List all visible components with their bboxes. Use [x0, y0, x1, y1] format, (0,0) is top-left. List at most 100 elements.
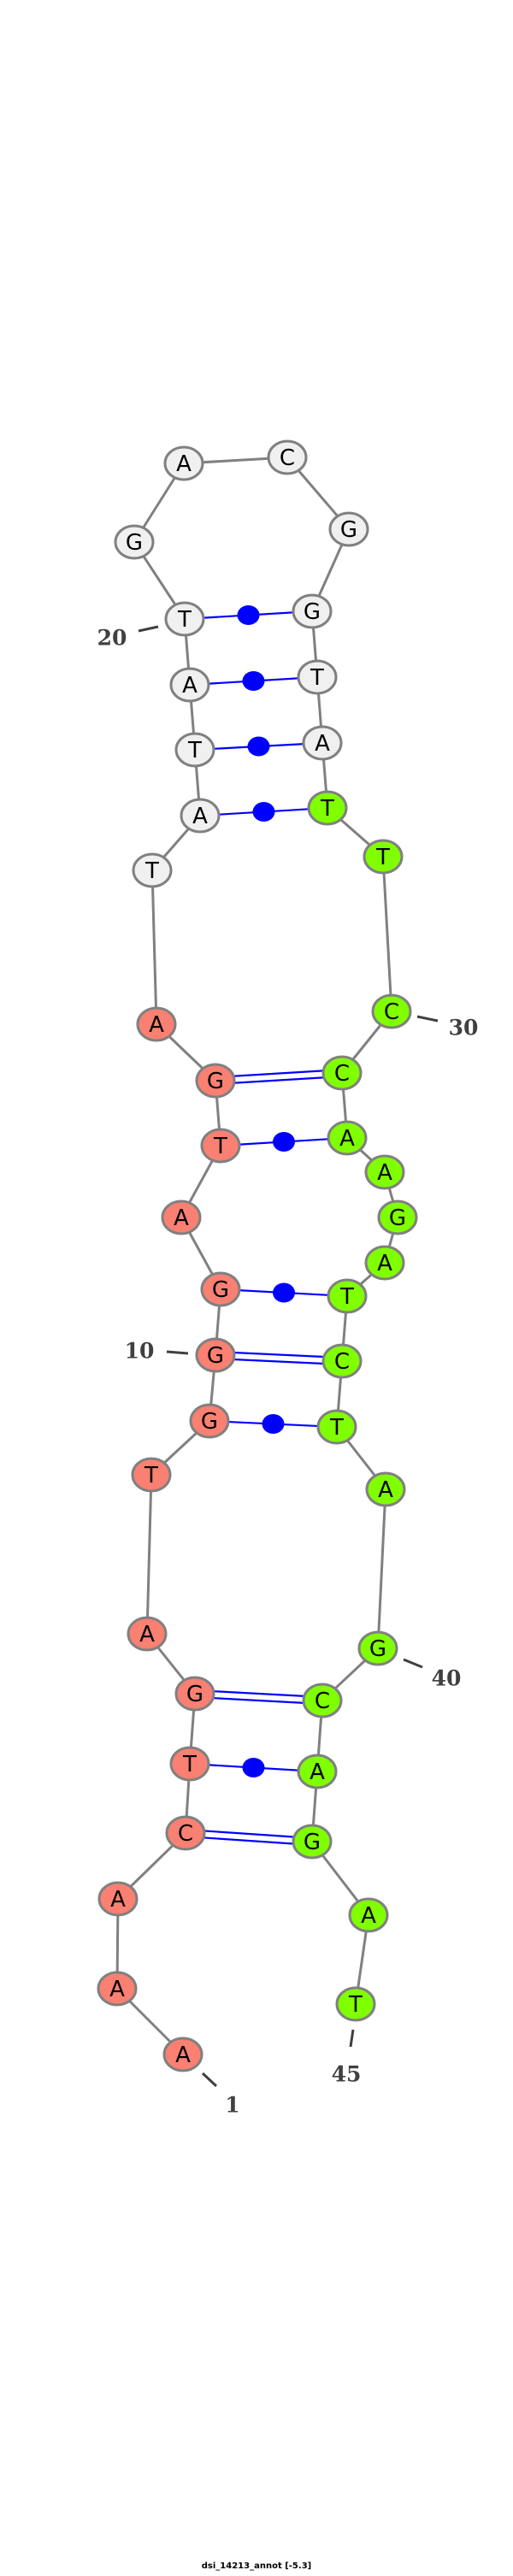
position-label-40: 40	[432, 1666, 462, 1691]
nucleotide-45: T	[335, 1986, 376, 2022]
nucleotide-circle	[297, 1754, 338, 1789]
nucleotide-letter: T	[187, 738, 202, 763]
nucleotide-16: T	[132, 852, 173, 888]
nucleotide-1: A	[162, 2037, 203, 2072]
nucleotide-circle	[165, 1815, 206, 1851]
nucleotide-circle	[162, 2037, 203, 2072]
nucleotide-circle	[364, 1154, 405, 1190]
nucleotide-circle	[161, 1200, 202, 1235]
watson-crick-pair-line	[215, 1357, 342, 1366]
nucleotide-42: A	[297, 1754, 338, 1789]
nucleotide-letter: T	[348, 1992, 363, 2018]
nucleotide-31: C	[321, 1055, 363, 1091]
nucleotide-letter: A	[176, 451, 192, 477]
nucleotide-letter: G	[126, 530, 143, 556]
pair-dot-marker	[262, 1414, 285, 1434]
backbone-link	[376, 1488, 387, 1649]
nucleotide-letter: A	[378, 1477, 393, 1503]
nucleotide-letter: A	[377, 1251, 392, 1276]
backbone-link	[145, 1474, 153, 1635]
position-label-10: 10	[125, 1339, 155, 1364]
nucleotide-circle	[365, 1471, 406, 1507]
nucleotide-letter: G	[369, 1636, 386, 1662]
nucleotide-33: A	[364, 1154, 405, 1190]
nucleotide-circle	[316, 1409, 357, 1445]
nucleotide-letter: G	[207, 1343, 224, 1369]
nucleotide-24: G	[328, 511, 369, 547]
nucleotide-12: A	[161, 1200, 202, 1235]
pair-dot-marker	[252, 802, 275, 822]
nucleotide-circle	[321, 1343, 363, 1379]
nucleotide-circle	[335, 1986, 376, 2022]
position-label-20: 20	[97, 626, 127, 651]
nucleotide-34: G	[377, 1200, 418, 1235]
nucleotide-letter: A	[182, 673, 198, 699]
nucleotide-letter: A	[149, 1012, 164, 1038]
nucleotide-28: T	[307, 790, 348, 826]
nucleotide-circle	[114, 524, 155, 560]
nucleotide-13: T	[200, 1128, 241, 1164]
nucleotide-7: A	[127, 1616, 168, 1652]
watson-crick-pair-line	[195, 1689, 323, 1699]
nucleotide-circle	[132, 852, 173, 888]
nucleotide-letter: T	[177, 607, 192, 633]
nucleotide-letter: G	[186, 1682, 203, 1707]
nucleotide-letter: A	[174, 1205, 189, 1231]
nucleotide-letter: A	[110, 1887, 126, 1913]
nucleotide-20: T	[164, 601, 205, 637]
nucleotide-letter: A	[139, 1622, 155, 1648]
nucleotide-26: T	[297, 659, 338, 695]
nucleotide-35: A	[364, 1245, 405, 1281]
nucleotide-18: T	[174, 732, 215, 768]
nucleotide-circle	[195, 1063, 236, 1099]
nucleotide-letter: T	[320, 796, 334, 822]
nucleotide-27: A	[302, 725, 343, 761]
nucleotide-14: G	[195, 1063, 236, 1099]
watson-crick-pair-line	[194, 1695, 322, 1706]
nucleotide-letter: A	[315, 731, 330, 757]
nucleotide-letter: T	[375, 845, 390, 870]
nucleotide-circle	[348, 1897, 389, 1933]
nucleotide-circle	[200, 1271, 241, 1307]
nucleotide-43: G	[292, 1824, 333, 1860]
pair-dot-marker	[247, 736, 270, 757]
watson-crick-pair-line	[186, 1828, 313, 1840]
nucleotide-37: C	[321, 1343, 363, 1379]
nucleotide-letter: C	[280, 445, 295, 471]
position-tick	[201, 2072, 218, 2088]
nucleotide-6: G	[174, 1676, 215, 1712]
nucleotide-circle	[327, 1120, 368, 1156]
nucleotide-40: G	[357, 1630, 398, 1666]
nucleotide-letter: A	[175, 2043, 191, 2068]
nucleotide-letter: C	[315, 1689, 330, 1714]
nucleotide-letter: T	[329, 1415, 344, 1441]
nucleotide-44: A	[348, 1897, 389, 1933]
pair-dot-marker	[242, 671, 265, 691]
nucleotide-23: C	[267, 439, 308, 475]
watson-crick-pair-line	[215, 1075, 343, 1086]
nucleotide-circle	[136, 1006, 177, 1042]
nucleotide-letter: G	[212, 1277, 229, 1303]
nucleotide-letter: G	[207, 1069, 224, 1094]
nucleotide-letter: A	[192, 804, 208, 829]
nucleotide-circle	[131, 1457, 172, 1493]
nucleotide-letter: A	[339, 1126, 355, 1152]
pair-dot-marker	[273, 1132, 295, 1152]
nucleotide-4: C	[165, 1815, 206, 1851]
nucleotide-circle	[302, 725, 343, 761]
nucleotide-10: G	[195, 1337, 236, 1373]
nucleotide-circle	[328, 511, 369, 547]
nucleotide-letter: G	[304, 1830, 321, 1855]
nucleotide-circle	[174, 1676, 215, 1712]
nucleotide-29: T	[363, 839, 404, 875]
nucleotide-circle	[321, 1055, 363, 1091]
nucleotide-letter: C	[334, 1349, 350, 1375]
nucleotide-circle	[357, 1630, 398, 1666]
nucleotide-11: G	[200, 1271, 241, 1307]
nucleotide-letter: A	[361, 1903, 376, 1929]
nucleotide-circle	[371, 993, 412, 1029]
backbone-link	[150, 869, 158, 1025]
nucleotide-17: A	[180, 798, 221, 834]
